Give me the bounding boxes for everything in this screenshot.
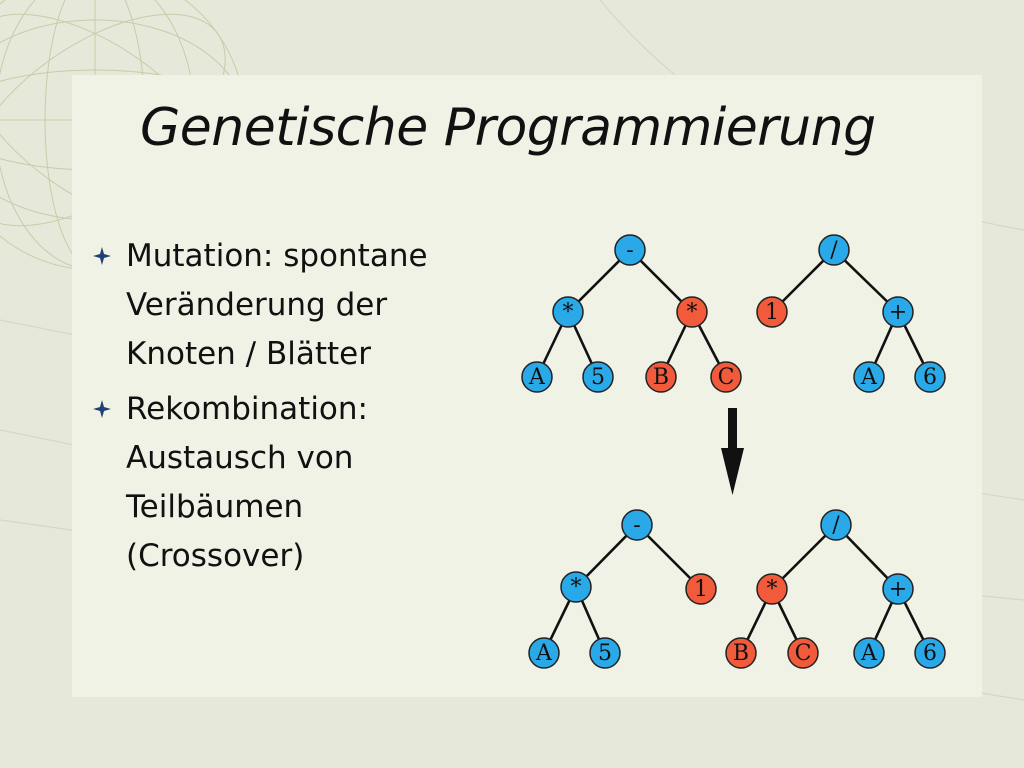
tree-node: * [552,296,584,328]
expression-tree-diagram: - * * A 5 B C / 1 + A 6 [521,234,946,669]
bullet-line: Teilbäumen [126,489,304,525]
svg-text:-: - [633,513,640,538]
bullet-line: (Crossover) [126,538,305,574]
tree-leaf-changed: C [787,637,819,669]
bullet-line: Mutation: spontane [126,238,428,274]
tree-node: - [614,234,646,266]
bullet-line: Knoten / Blätter [126,336,371,372]
bullet-item-mutation: Mutation: spontane Veränderung der Knote… [92,232,492,379]
tree-leaf: 6 [914,637,946,669]
svg-text:6: 6 [923,365,937,390]
svg-text:*: * [571,575,582,600]
tree-leaf: A [853,637,885,669]
svg-text:-: - [626,238,633,263]
svg-text:/: / [830,238,838,263]
svg-text:B: B [653,365,669,390]
tree-leaf-changed: 1 [685,573,717,605]
tree-node: + [882,296,914,328]
bullet-item-rekombination: Rekombination: Austausch von Teilbäumen … [92,385,492,581]
tree-leaf-changed: B [725,637,757,669]
four-point-star-bullet-icon [93,400,111,418]
tree-leaf: 5 [582,361,614,393]
svg-text:A: A [860,365,878,390]
bullet-line: Austausch von [126,440,354,476]
arrow-down-icon [721,408,744,495]
svg-text:*: * [563,300,574,325]
tree-node: / [818,234,850,266]
svg-text:B: B [733,641,749,666]
bullet-line: Veränderung der [126,287,388,323]
tree-leaf-changed: C [710,361,742,393]
tree-node: / [820,509,852,541]
slide-title: Genetische Programmierung [140,98,876,158]
svg-text:A: A [860,641,878,666]
tree-leaf-changed: B [645,361,677,393]
tree-leaf: 6 [914,361,946,393]
svg-text:C: C [795,641,812,666]
svg-text:5: 5 [591,365,605,390]
svg-text:*: * [687,300,698,325]
svg-text:6: 6 [923,641,937,666]
svg-text:+: + [889,300,907,325]
tree-leaf: A [853,361,885,393]
tree-node-changed: * [676,296,708,328]
svg-text:C: C [718,365,735,390]
svg-text:A: A [535,641,553,666]
svg-text:1: 1 [765,300,779,325]
tree-leaf: A [521,361,553,393]
tree-node: * [560,571,592,603]
svg-text:A: A [528,365,546,390]
svg-text:5: 5 [598,641,612,666]
tree-leaf: A [528,637,560,669]
tree-node: + [882,573,914,605]
svg-text:+: + [889,577,907,602]
svg-text:/: / [832,513,840,538]
tree-node: - [621,509,653,541]
tree-leaf-changed: 1 [756,296,788,328]
svg-text:1: 1 [694,577,708,602]
tree-node-changed: * [756,573,788,605]
tree-leaf: 5 [589,637,621,669]
bullet-list: Mutation: spontane Veränderung der Knote… [92,232,492,587]
bullet-line: Rekombination: [126,391,368,427]
svg-text:*: * [767,577,778,602]
four-point-star-bullet-icon [93,247,111,265]
